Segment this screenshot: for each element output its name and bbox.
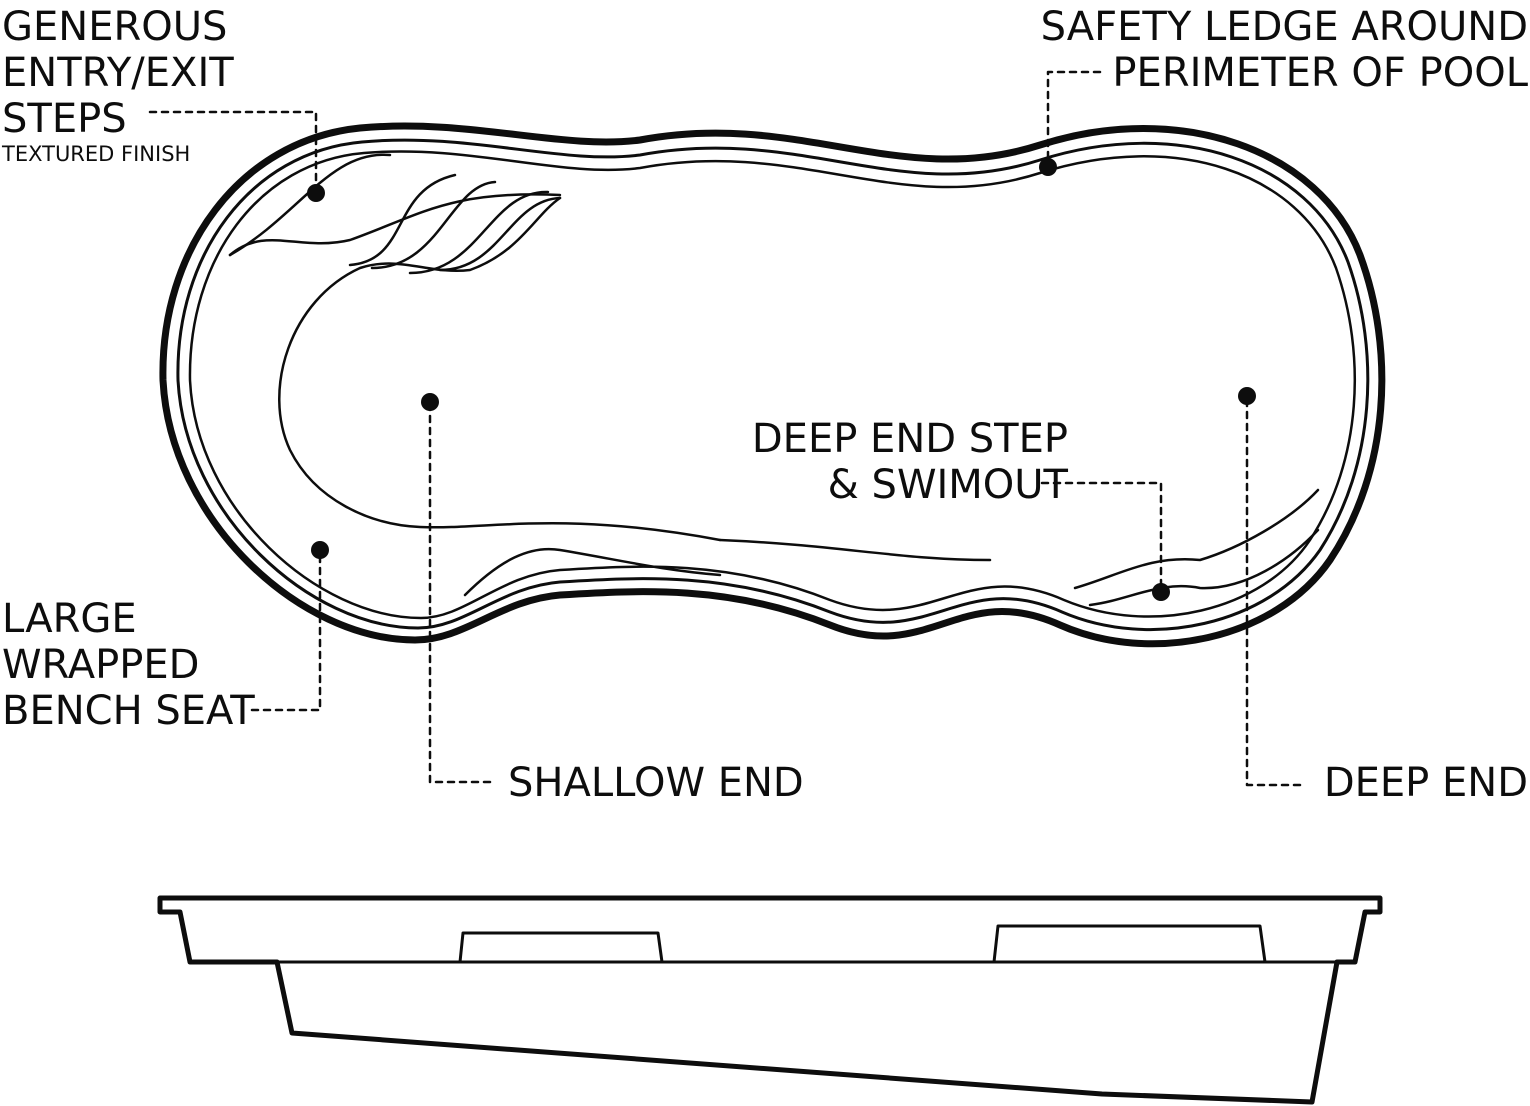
dot-deep-end bbox=[1238, 387, 1256, 405]
label-safety-ledge-line-1: SAFETY LEDGE AROUND bbox=[1040, 4, 1528, 50]
label-entry-steps-line-3: STEPS bbox=[2, 96, 127, 142]
entry-step-2 bbox=[348, 173, 457, 267]
leader-safety-ledge bbox=[1046, 70, 1102, 169]
pool-outer-rim bbox=[159, 122, 1386, 648]
label-shallow-end: SHALLOW END bbox=[508, 760, 804, 806]
label-safety-ledge: SAFETY LEDGE AROUND PERIMETER OF POOL bbox=[1041, 4, 1528, 96]
bench-seat-curve bbox=[463, 547, 722, 597]
label-deep-end-step-line-2: & SWIMOUT bbox=[827, 462, 1068, 508]
dot-shallow-end bbox=[421, 393, 439, 411]
label-bench-seat-line-2: WRAPPED bbox=[2, 642, 200, 688]
label-entry-steps-line-1: GENEROUS bbox=[2, 4, 228, 50]
label-safety-ledge-line-2: PERIMETER OF POOL bbox=[1112, 50, 1528, 96]
pool-ledge-outer bbox=[176, 138, 1370, 631]
label-deep-end: DEEP END bbox=[1323, 760, 1528, 806]
leader-deep-end-step bbox=[1040, 481, 1163, 594]
profile-deep-bench bbox=[992, 924, 1267, 964]
pool-ledge-inner bbox=[188, 150, 1357, 620]
label-bench-seat: LARGE WRAPPED BENCH SEAT bbox=[2, 596, 255, 734]
label-deep-end-step-line-1: DEEP END STEP bbox=[751, 416, 1068, 462]
label-entry-steps-note: TEXTURED FINISH bbox=[2, 142, 191, 166]
profile-shallow-bench bbox=[458, 931, 664, 964]
label-deep-end-step: DEEP END STEP & SWIMOUT bbox=[752, 416, 1068, 508]
profile-rim bbox=[157, 895, 1383, 1105]
label-entry-steps: GENEROUS ENTRY/EXIT STEPS TEXTURED FINIS… bbox=[2, 4, 234, 166]
dot-bench-seat bbox=[311, 541, 329, 559]
entry-step-bottom bbox=[228, 193, 562, 257]
label-bench-seat-line-3: BENCH SEAT bbox=[2, 688, 255, 734]
leader-bench-seat bbox=[250, 548, 322, 712]
dot-safety-ledge bbox=[1039, 158, 1057, 176]
bench-seat-edge bbox=[278, 196, 722, 542]
leader-deep-end bbox=[1245, 394, 1302, 787]
dot-deep-end-step bbox=[1152, 583, 1170, 601]
swimout-upper bbox=[1073, 488, 1320, 590]
leader-shallow-end bbox=[428, 400, 492, 784]
swimout-lower bbox=[1088, 528, 1320, 607]
label-entry-steps-line-2: ENTRY/EXIT bbox=[2, 50, 234, 96]
leader-entry-steps bbox=[148, 110, 318, 195]
entry-step-4 bbox=[408, 190, 550, 275]
label-bench-seat-line-1: LARGE bbox=[2, 596, 137, 642]
dot-entry-steps bbox=[307, 184, 325, 202]
entry-step-5 bbox=[438, 196, 562, 272]
floor-contour bbox=[718, 538, 992, 562]
